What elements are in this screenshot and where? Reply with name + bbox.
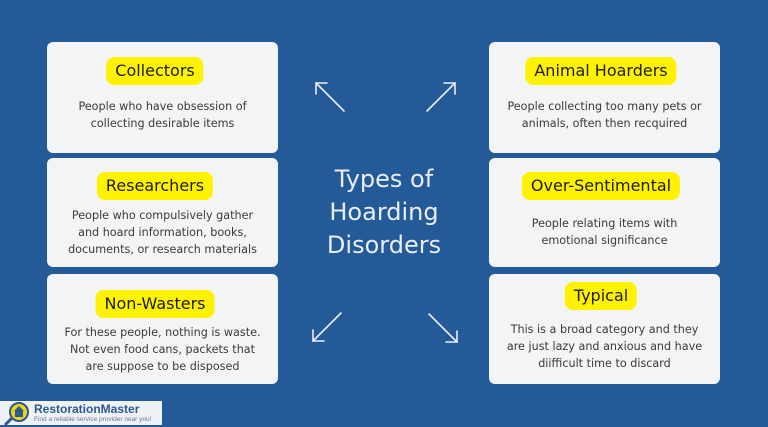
description-researchers: People who compulsively gather and hoard… [68, 209, 257, 256]
restorationmaster-logo[interactable]: RestorationMaster Find a reliable servic… [0, 401, 162, 426]
diagram-title: Types of Hoarding Disorders [326, 165, 442, 259]
badge-over-sentimental: Over-Sentimental [521, 172, 681, 200]
card-collectors: Collectors People who have obsession of … [47, 42, 278, 153]
description-non-wasters: For these people, nothing is waste. Not … [64, 326, 261, 373]
card-animal-hoarders: Animal Hoarders People collecting too ma… [489, 42, 720, 153]
badge-animal-hoarders: Animal Hoarders [525, 57, 677, 85]
logo-name: RestorationMaster [34, 401, 140, 416]
card-researchers: Researchers People who compulsively gath… [47, 158, 278, 267]
card-over-sentimental: Over-Sentimental People relating items w… [489, 158, 720, 267]
arrow-up-left-icon [315, 82, 345, 112]
badge-typical: Typical [564, 282, 638, 310]
badge-collectors: Collectors [106, 57, 204, 85]
card-typical: Typical This is a broad category and the… [489, 274, 720, 384]
description-animal-hoarders: People collecting too many pets or anima… [507, 100, 702, 130]
card-non-wasters: Non-Wasters For these people, nothing is… [47, 274, 278, 384]
description-over-sentimental: People relating items with emotional sig… [531, 217, 678, 247]
arrow-up-right-icon [426, 82, 456, 112]
badge-non-wasters: Non-Wasters [95, 290, 215, 318]
badge-researchers: Researchers [96, 172, 214, 200]
magnifier-house-icon [4, 402, 29, 426]
logo-tagline: Find a reliable service provider near yo… [34, 415, 152, 423]
description-typical: This is a broad category and they are ju… [506, 323, 703, 370]
arrow-down-right-icon [428, 313, 458, 343]
arrow-down-left-icon [312, 312, 342, 342]
description-collectors: People who have obsession of collecting … [78, 100, 247, 130]
